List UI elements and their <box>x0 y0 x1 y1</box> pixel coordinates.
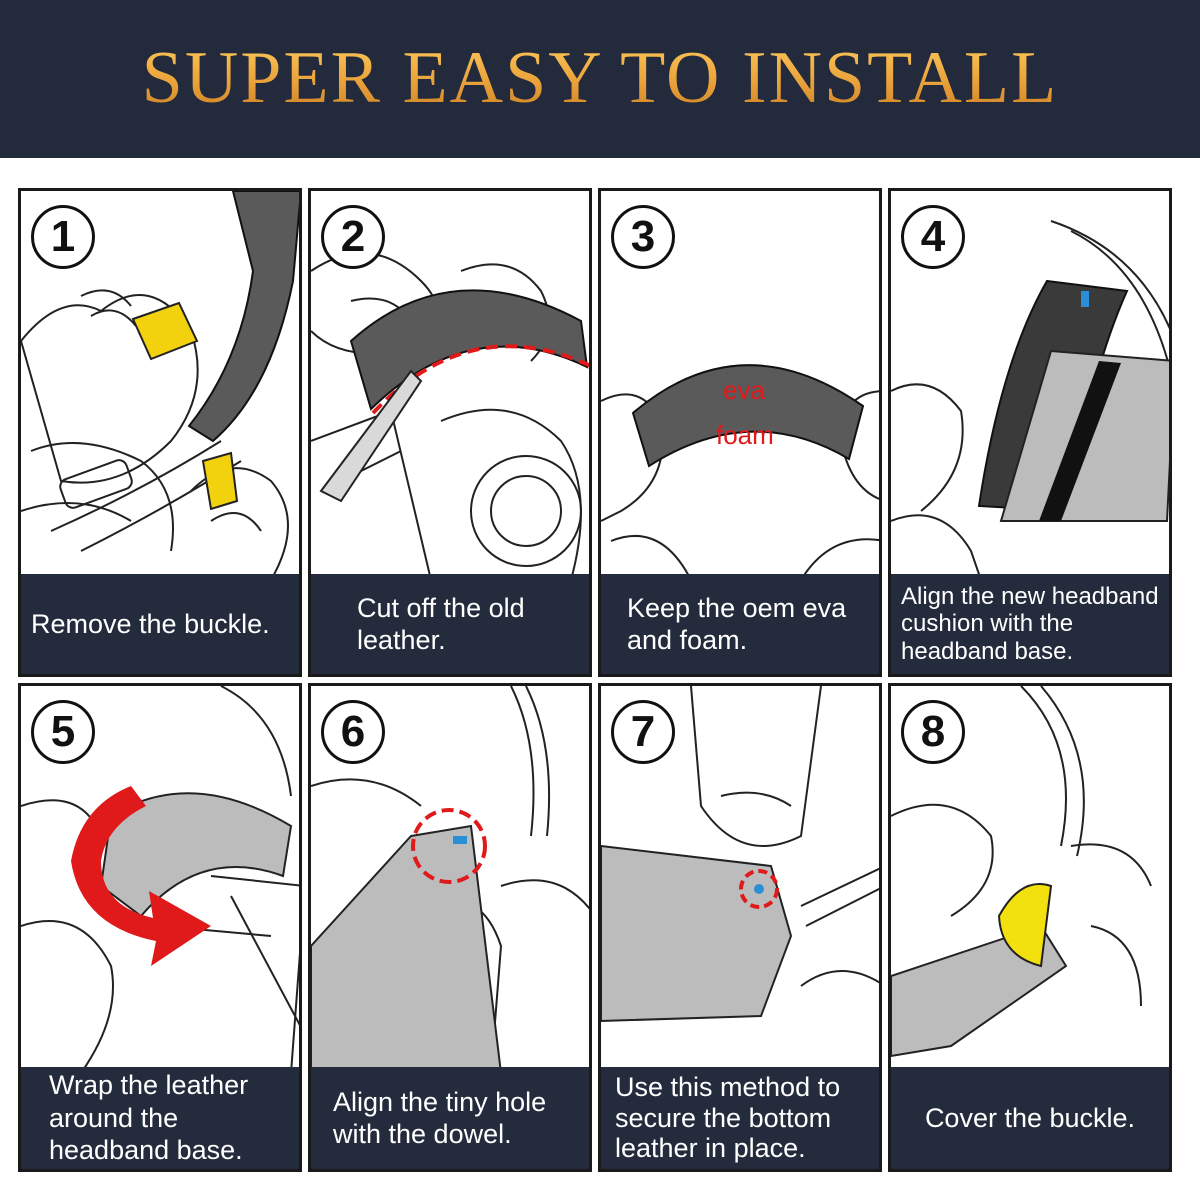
step-caption: Cut off the old leather. <box>311 574 589 674</box>
step-number-badge: 2 <box>321 205 385 269</box>
step-number-badge: 3 <box>611 205 675 269</box>
step-1-illustration <box>21 191 299 580</box>
step-caption-text: Cut off the old leather. <box>357 592 525 655</box>
step-3-illustration: eva foam <box>601 191 879 580</box>
step-caption-text: Remove the buckle. <box>31 608 270 639</box>
step-panel-4: 4 Align the new headband cushion with th… <box>888 188 1172 677</box>
foam-label: foam <box>716 420 774 450</box>
step-number-badge: 8 <box>901 700 965 764</box>
step-panel-8: 8 Cover the buckle. <box>888 683 1172 1172</box>
step-panel-5: 5 Wrap the leather around the headband b… <box>18 683 302 1172</box>
step-caption-text: Align the tiny hole with the dowel. <box>333 1086 547 1149</box>
step-number-badge: 6 <box>321 700 385 764</box>
step-caption-text: Wrap the leather around the headband bas… <box>49 1070 249 1166</box>
step-caption-text: Cover the buckle. <box>924 1102 1136 1133</box>
step-caption: Wrap the leather around the headband bas… <box>21 1067 299 1169</box>
step-2-illustration <box>311 191 589 580</box>
step-caption-text: Use this method to secure the bottom lea… <box>615 1071 841 1164</box>
step-caption: Use this method to secure the bottom lea… <box>601 1067 879 1169</box>
step-4-illustration <box>891 191 1169 580</box>
step-panel-7: 7 Use this method to secure the bottom l… <box>598 683 882 1172</box>
step-8-illustration <box>891 686 1169 1073</box>
step-panel-3: eva foam 3 Keep the oem eva and foam. <box>598 188 882 677</box>
page-title: SUPER EASY TO INSTALL <box>0 36 1200 121</box>
step-number-badge: 1 <box>31 205 95 269</box>
step-caption: Cover the buckle. <box>891 1067 1169 1169</box>
title-banner: SUPER EASY TO INSTALL <box>0 0 1200 158</box>
step-panel-1: 1 Remove the buckle. <box>18 188 302 677</box>
step-caption-text: Keep the oem eva and foam. <box>627 592 847 655</box>
step-5-illustration <box>21 686 299 1073</box>
step-number-badge: 7 <box>611 700 675 764</box>
step-caption: Align the new headband cushion with the … <box>891 574 1169 674</box>
step-caption-text: Align the new headband cushion with the … <box>901 583 1159 665</box>
step-number-badge: 4 <box>901 205 965 269</box>
step-caption: Align the tiny hole with the dowel. <box>311 1067 589 1169</box>
step-panel-2: 2 Cut off the old leather. <box>308 188 592 677</box>
step-number-badge: 5 <box>31 700 95 764</box>
step-caption: Keep the oem eva and foam. <box>601 574 879 674</box>
eva-label: eva <box>723 375 765 405</box>
step-6-illustration <box>311 686 589 1073</box>
step-panel-6: 6 Align the tiny hole with the dowel. <box>308 683 592 1172</box>
step-caption: Remove the buckle. <box>21 574 299 674</box>
step-7-illustration <box>601 686 879 1073</box>
